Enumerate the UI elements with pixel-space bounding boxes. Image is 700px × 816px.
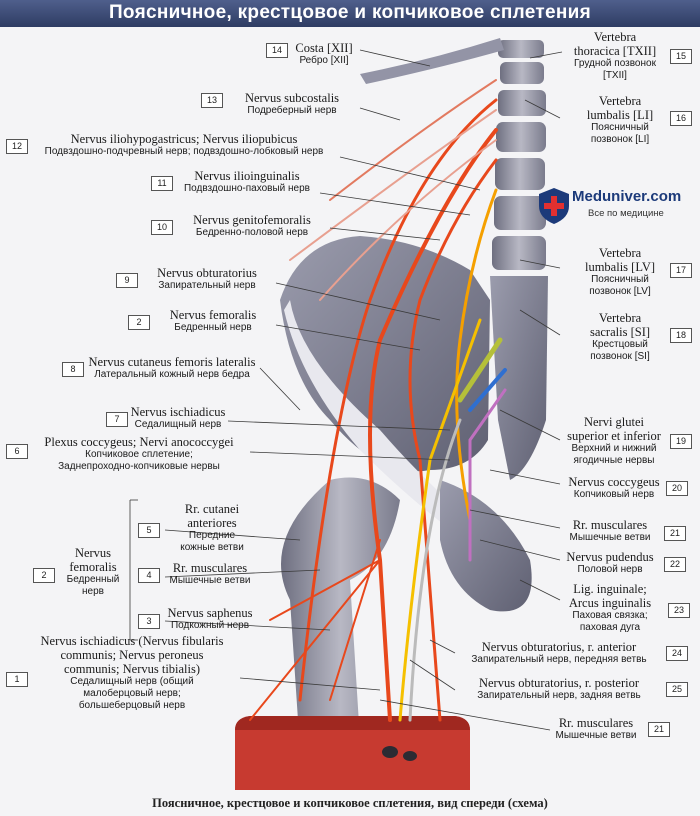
label-rr-musculares-lower: Rr. musculares Мышечные ветви: [555, 716, 637, 741]
callout-number-10: 10: [151, 220, 173, 235]
label-nervus-coccygeus: Nervus coccygeus Копчиковый нерв: [568, 475, 660, 500]
callout-number-8: 8: [62, 362, 84, 377]
label-nervus-femoralis-group: Nervus femoralis Бедренный нерв: [66, 546, 120, 597]
label-nervus-ischiadicus-branches: Nervus ischiadicus (Nervus fibularis com…: [40, 634, 224, 711]
anatomy-illustration: [129, 38, 563, 790]
callout-number-23: 23: [668, 603, 690, 618]
callout-number-13: 13: [201, 93, 223, 108]
callout-number-16: 16: [670, 111, 692, 126]
thigh-cross-section: [235, 716, 470, 790]
label-lig-inguinale: Lig. inguinale; Arcus inguinalis Паховая…: [568, 582, 652, 633]
callout-number-5: 5: [138, 523, 160, 538]
callout-number-2b: 2: [33, 568, 55, 583]
label-nervus-genitofemoralis: Nervus genitofemoralis Бедренно-половой …: [193, 213, 311, 238]
label-vertebra-sacralis: Vertebra sacralis [SI] Крестцовый позвон…: [589, 311, 651, 362]
label-vertebra-lumbalis-lv: Vertebra lumbalis [LV] Поясничный позвон…: [584, 246, 656, 297]
label-obturatorius-anterior: Nervus obturatorius, r. anterior Запират…: [471, 640, 647, 665]
label-nervus-pudendus: Nervus pudendus Половой нерв: [566, 550, 654, 575]
label-vertebra-thoracica: Vertebra thoracica [TXII] Грудной позвон…: [573, 30, 657, 81]
label-rr-musculares-upper: Rr. musculares Мышечные ветви: [569, 518, 651, 543]
callout-number-17: 17: [670, 263, 692, 278]
label-obturatorius-posterior: Nervus obturatorius, r. posterior Запира…: [477, 676, 641, 701]
callout-number-21a: 21: [664, 526, 686, 541]
label-plexus-coccygeus: Plexus coccygeus; Nervi anococcygei Копч…: [44, 435, 234, 472]
femur: [281, 477, 400, 750]
callout-number-2a: 2: [128, 315, 150, 330]
label-nervus-subcostalis: Nervus subcostalis Подреберный нерв: [244, 91, 340, 116]
callout-number-24: 24: [666, 646, 688, 661]
label-nervus-ischiadicus: Nervus ischiadicus Седалищный нерв: [130, 405, 226, 430]
callout-number-19: 19: [670, 434, 692, 449]
callout-number-1: 1: [6, 672, 28, 687]
label-nervus-saphenus: Nervus saphenus Подкожный нерв: [167, 606, 253, 631]
callout-number-18: 18: [670, 328, 692, 343]
label-nervi-glutei: Nervi glutei superior et inferior Верхни…: [567, 415, 661, 466]
callout-number-12: 12: [6, 139, 28, 154]
label-rr-musculares-femoral: Rr. musculares Мышечные ветви: [169, 561, 251, 586]
callout-number-7: 7: [106, 412, 128, 427]
label-vertebra-lumbalis-li: Vertebra lumbalis [LI] Поясничный позвон…: [586, 94, 654, 145]
figure-caption: Поясничное, крестцовое и копчиковое спле…: [152, 796, 548, 810]
nerve-network: [249, 79, 507, 722]
callout-number-6: 6: [6, 444, 28, 459]
vertebral-column: [490, 40, 548, 480]
page-title: Поясничное, крестцовое и копчиковое спле…: [108, 2, 592, 23]
callout-number-22: 22: [664, 557, 686, 572]
label-costa-xii: Costa [XII] Ребро [XII]: [295, 41, 353, 66]
shield-icon: [539, 188, 569, 224]
label-nervus-iliohypogastricus: Nervus iliohypogastricus; Nervus iliopub…: [44, 132, 324, 157]
label-rr-cutanei-anteriores: Rr. cutanei anteriores Передние кожные в…: [180, 502, 244, 553]
callout-number-15: 15: [670, 49, 692, 64]
title-bar: Поясничное, крестцовое и копчиковое спле…: [0, 0, 700, 27]
label-nervus-cutaneus-femoris-lateralis: Nervus cutaneus femoris lateralis Латера…: [88, 355, 256, 380]
rib-xii: [360, 38, 504, 84]
callout-number-9: 9: [116, 273, 138, 288]
callout-number-20: 20: [666, 481, 688, 496]
label-nervus-obturatorius: Nervus obturatorius Запирательный нерв: [157, 266, 257, 291]
meduniver-logo: Meduniver.com Все по медицине: [536, 186, 681, 231]
label-nervus-femoralis: Nervus femoralis Бедренный нерв: [169, 308, 257, 333]
callout-number-14: 14: [266, 43, 288, 58]
callout-number-11: 11: [151, 176, 173, 191]
callout-number-4: 4: [138, 568, 160, 583]
label-nervus-ilioinguinalis: Nervus ilioinguinalis Подвздошно-паховый…: [183, 169, 310, 194]
leader-lines: [129, 49, 563, 731]
pubis: [440, 480, 532, 612]
callout-number-25: 25: [666, 682, 688, 697]
callout-number-21b: 21: [648, 722, 670, 737]
callout-number-3: 3: [138, 614, 160, 629]
